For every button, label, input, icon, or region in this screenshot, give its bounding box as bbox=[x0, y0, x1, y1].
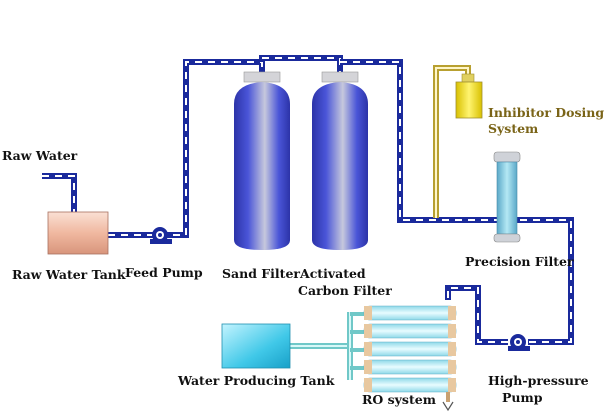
sand-filter-vessel bbox=[234, 71, 290, 250]
high-pressure-pump-label-line1: High-pressure bbox=[488, 373, 589, 388]
raw-water-tank-label: Raw Water Tank bbox=[12, 267, 126, 282]
activated-carbon-label-line1: Activated bbox=[300, 266, 366, 281]
high-pressure-pump-icon bbox=[508, 334, 530, 351]
inhibitor-dosing-label-line1: Inhibitor Dosing bbox=[488, 105, 605, 120]
high-pressure-pump-label-line2: Pump bbox=[502, 390, 543, 405]
ro-membrane bbox=[363, 341, 457, 357]
inhibitor-dosing-label-line2: System bbox=[488, 121, 539, 136]
ro-membrane bbox=[363, 359, 457, 375]
carbon-filter-vessel bbox=[312, 71, 368, 250]
ro-system-label: RO system bbox=[362, 392, 436, 407]
concentrate-outlet bbox=[442, 392, 454, 412]
filter-crossover-pipe bbox=[259, 55, 343, 72]
main-pipeline bbox=[42, 55, 574, 345]
raw-water-inlet-pipe bbox=[42, 173, 77, 212]
raw-water-label: Raw Water bbox=[2, 148, 78, 163]
ro-membrane-rack bbox=[363, 305, 457, 412]
dosing-tank bbox=[455, 73, 483, 119]
feed-pump-icon bbox=[150, 227, 172, 244]
carbon-outlet-pipe bbox=[340, 59, 574, 345]
ro-membrane bbox=[363, 377, 457, 393]
raw-water-tank bbox=[47, 211, 109, 255]
water-producing-tank bbox=[221, 323, 291, 369]
activated-carbon-label-line2: Carbon Filter bbox=[298, 283, 392, 298]
feed-pump-label: Feed Pump bbox=[125, 265, 203, 280]
ro-membrane bbox=[363, 305, 457, 321]
product-water-pipe bbox=[290, 312, 364, 380]
ro-membrane bbox=[363, 323, 457, 339]
hp-pump-to-ro-pipe bbox=[445, 285, 508, 345]
water-producing-tank-label: Water Producing Tank bbox=[178, 373, 335, 388]
precision-filter-label: Precision Filter bbox=[465, 254, 574, 269]
precision-filter-vessel bbox=[493, 151, 521, 243]
sand-filter-label: Sand Filter bbox=[222, 266, 300, 281]
